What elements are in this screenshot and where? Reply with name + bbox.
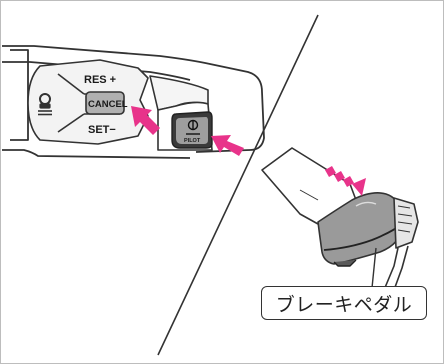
res-button-label: RES +	[84, 74, 116, 86]
pilot-assist-icon	[186, 119, 200, 135]
divider-line	[157, 14, 319, 356]
cruise-control-icon	[38, 93, 52, 116]
pilot-button-label: PILOT	[184, 138, 201, 144]
cancel-button[interactable]: CANCEL	[85, 91, 128, 115]
pilot-assist-button[interactable]: PILOT	[171, 111, 213, 149]
cancel-button-label: CANCEL	[88, 99, 128, 110]
motion-dash-arrow-icon	[325, 166, 366, 196]
brake-pedal-label: ブレーキペダル	[275, 293, 413, 316]
press-arrow-icon	[131, 106, 160, 135]
set-button-label: SET−	[88, 124, 116, 136]
brake-pedal-callout: ブレーキペダル	[261, 286, 427, 320]
brake-pedal	[383, 197, 419, 291]
callout-leader	[371, 247, 377, 289]
press-arrow-icon	[211, 135, 244, 156]
